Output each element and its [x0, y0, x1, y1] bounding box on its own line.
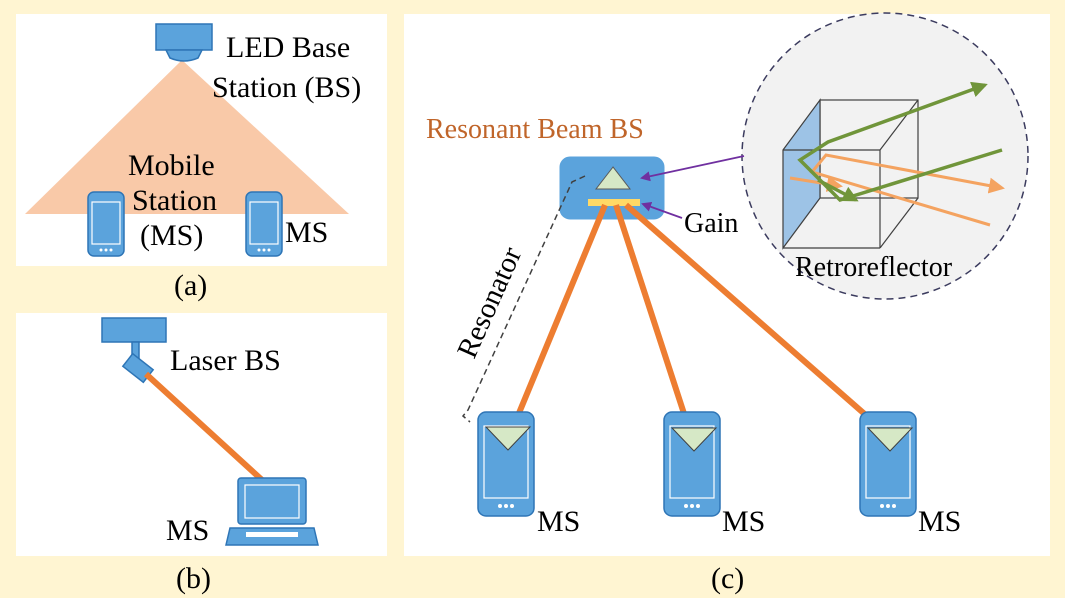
beam-to-ms-center	[613, 204, 693, 433]
ms-label-line2: Station	[132, 184, 217, 217]
smartphone-icon	[87, 191, 125, 257]
smartphone-icon	[663, 411, 721, 517]
panel-b-background	[16, 313, 387, 556]
retroreflector-prism-icon	[484, 426, 532, 451]
smartphone-icon	[859, 411, 917, 517]
ms-label-center: MS	[722, 505, 765, 538]
retroreflector-inset: Retroreflector	[741, 12, 1029, 300]
smartphone-icon	[477, 411, 535, 517]
retro-green-ray	[797, 81, 1003, 202]
gain-label: Gain	[684, 208, 738, 239]
led-base-station-icon	[155, 23, 213, 62]
retro-orange-ray-in	[789, 176, 843, 192]
gain-medium	[588, 199, 640, 206]
caption-b: (b)	[176, 562, 211, 595]
retro-green-ray-in	[817, 178, 859, 202]
prism-icon	[594, 166, 632, 190]
retro-orange-ray	[809, 153, 1005, 227]
resonant-base-station-icon	[559, 156, 665, 220]
laser-ms-label: MS	[166, 514, 209, 547]
panel-a: LED Base Station (BS) Mobile Station (MS…	[16, 14, 387, 266]
laser-beam	[143, 371, 265, 483]
resonator-bracket	[461, 175, 586, 423]
retroreflector-prism-icon	[866, 427, 914, 452]
laser-bs-label: Laser BS	[170, 344, 281, 377]
led-bs-label-line2: Station (BS)	[212, 71, 361, 104]
ms-label-line3: (MS)	[140, 219, 203, 252]
retro-pointer-arrow	[640, 155, 745, 182]
retroreflector-label: Retroreflector	[795, 252, 953, 283]
gain-pointer-arrow	[641, 201, 683, 219]
caption-c: (c)	[711, 562, 744, 595]
caption-a: (a)	[174, 269, 207, 302]
retroreflector-prism-icon	[670, 427, 718, 452]
ms-label-left: MS	[537, 505, 580, 538]
panel-b: Laser BS MS	[16, 313, 387, 556]
beam-to-ms-left	[509, 203, 608, 432]
beam-to-ms-right	[624, 202, 886, 434]
led-bs-label-line1: LED Base	[226, 31, 350, 64]
cube-icon	[782, 98, 919, 250]
ms-right-label: MS	[285, 216, 328, 249]
ms-label-right: MS	[918, 505, 961, 538]
laptop-icon	[225, 477, 319, 546]
resonant-bs-label: Resonant Beam BS	[426, 114, 644, 145]
smartphone-icon	[245, 191, 283, 257]
panel-c: Resonant Beam BS Retroreflector	[404, 12, 1050, 556]
light-cone	[25, 60, 349, 214]
ms-label-line1: Mobile	[128, 149, 215, 182]
